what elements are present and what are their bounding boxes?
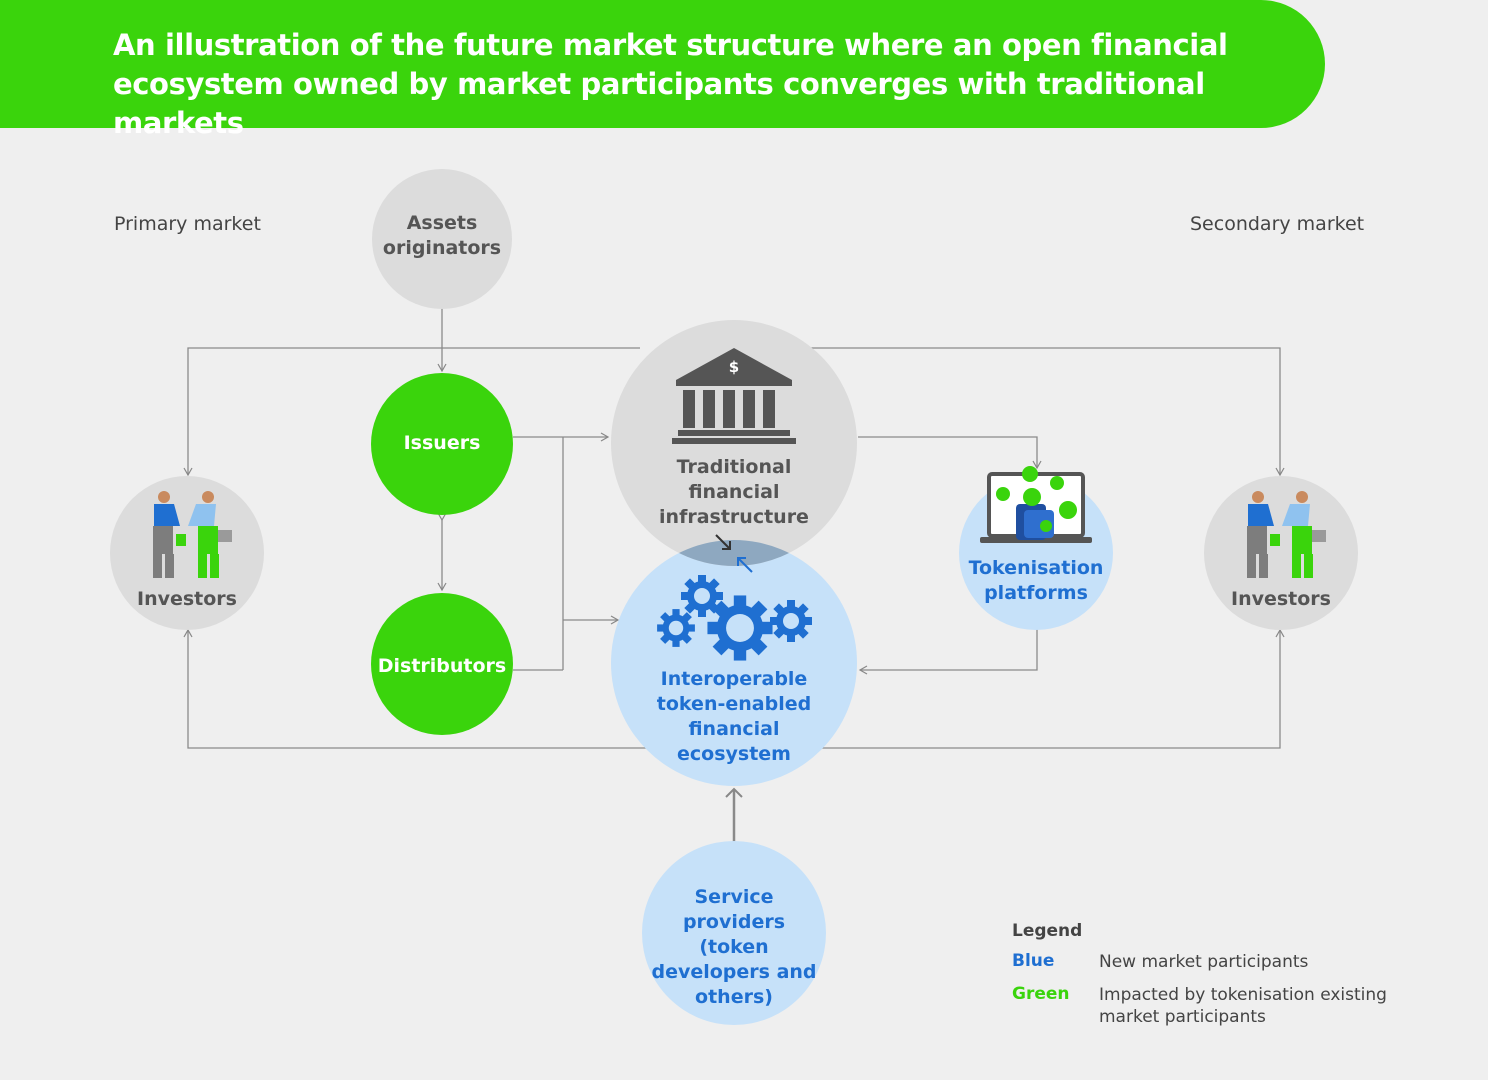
connector-tokenisation-interop: [858, 628, 1038, 675]
distributors-label: Distributors: [377, 655, 507, 677]
assets-originators-circle: [372, 169, 512, 309]
handshake-icon: [153, 491, 232, 578]
legend-desc-blue: New market participants: [1099, 952, 1309, 972]
issuers-label: Issuers: [403, 432, 481, 454]
title-banner: An illustration of the future market str…: [0, 0, 1325, 140]
investors-right-circle: [1204, 476, 1358, 630]
interoperable-ecosystem-label: Interoperable token-enabled financial ec…: [656, 668, 812, 765]
connector-bottom-left: [183, 628, 650, 749]
secondary-market-label: Secondary market: [1190, 213, 1365, 235]
page-title: An illustration of the future market str…: [113, 28, 1228, 140]
legend-desc-green: Impacted by tokenisation existing market…: [1099, 985, 1387, 1027]
convergence-arrows-icon: [715, 534, 753, 573]
legend-title: Legend: [1012, 921, 1083, 941]
legend-key-blue: Blue: [1012, 951, 1055, 971]
interoperable-circle: [611, 540, 857, 786]
connector-top-left: [183, 347, 640, 477]
tokenisation-platforms-label: Tokenisation platforms: [968, 557, 1104, 604]
traditional-infrastructure-label: Traditional financial infrastructure: [659, 456, 809, 528]
investors-left-label: Investors: [137, 588, 237, 610]
service-providers-label: Service providers (token developers and …: [651, 886, 817, 1008]
connector-top-right: [808, 347, 1285, 477]
service-providers-circle: [642, 841, 826, 1025]
legend-key-green: Green: [1012, 984, 1070, 1004]
distributors-circle: [371, 593, 513, 735]
assets-originators-label: Assets originators: [382, 212, 502, 259]
investors-left-circle: [110, 476, 264, 630]
laptop-coins-icon: [980, 466, 1092, 543]
primary-market-label: Primary market: [114, 213, 261, 235]
issuers-circle: [371, 373, 513, 515]
handshake-icon: [1247, 491, 1326, 578]
connectors: [183, 308, 1285, 749]
bank-building-icon: $: [672, 348, 796, 444]
connector-traditional-tokenisation: [858, 436, 1042, 470]
connector-bottom-right: [820, 628, 1285, 749]
investors-right-label: Investors: [1231, 588, 1331, 610]
svg-text:$: $: [729, 358, 739, 376]
